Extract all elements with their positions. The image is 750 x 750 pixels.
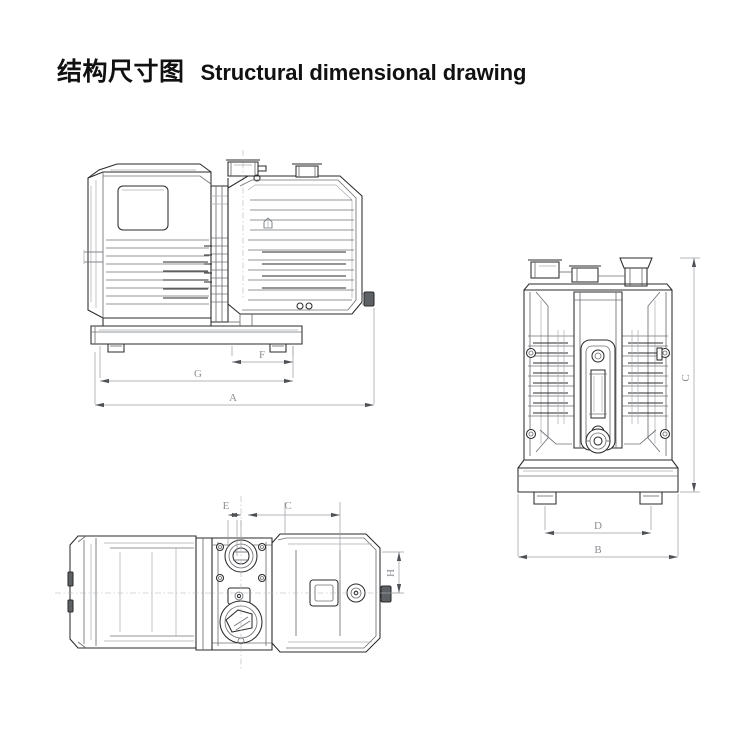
front-right-fins bbox=[622, 330, 668, 424]
front-view-extension-lines bbox=[517, 257, 700, 556]
front-bolt-bosses bbox=[525, 347, 671, 445]
dimension-A: A bbox=[95, 392, 374, 408]
front-centre-panel bbox=[573, 291, 623, 451]
side-inlet-flange bbox=[226, 150, 267, 300]
dimension-C-top-label: C bbox=[284, 500, 291, 512]
dimension-H: H bbox=[385, 552, 402, 593]
dimension-G-label: G bbox=[194, 368, 202, 380]
dimension-F-label: F bbox=[259, 349, 265, 361]
top-motor-block bbox=[67, 535, 197, 649]
front-drain-valve bbox=[585, 428, 611, 454]
top-centre-plate bbox=[195, 496, 273, 670]
dimension-D-label: D bbox=[594, 520, 602, 532]
dimension-B-label: B bbox=[594, 544, 601, 556]
side-coupling-block bbox=[204, 178, 229, 323]
dimension-B: B bbox=[518, 544, 678, 560]
dimension-A-label: A bbox=[229, 392, 237, 404]
dimension-H-label: H bbox=[385, 569, 397, 577]
front-left-fins bbox=[528, 330, 574, 424]
side-pump-body bbox=[227, 163, 375, 315]
top-plan-view: E C H bbox=[55, 496, 404, 670]
dimension-D: D bbox=[545, 520, 651, 536]
dimension-C-vertical: C bbox=[680, 258, 697, 492]
front-base-plate bbox=[517, 459, 679, 505]
page-title: 结构尺寸图 Structural dimensional drawing bbox=[57, 52, 526, 88]
side-base-plate bbox=[90, 314, 303, 353]
dimension-E: E bbox=[223, 500, 241, 518]
page-title-english: Structural dimensional drawing bbox=[200, 60, 527, 85]
side-motor-housing bbox=[83, 163, 212, 327]
side-view-extension-lines bbox=[94, 308, 375, 404]
page-title-chinese: 结构尺寸图 bbox=[57, 57, 185, 86]
front-elevation-view: C D B bbox=[517, 257, 700, 560]
dimension-G: G bbox=[100, 368, 293, 384]
front-top-ports bbox=[528, 257, 653, 287]
dimension-E-label: E bbox=[223, 500, 230, 512]
side-elevation-view: F G A bbox=[83, 150, 375, 408]
dimension-F: F bbox=[232, 349, 293, 365]
dimension-C-vertical-label: C bbox=[680, 374, 692, 381]
top-pump-body bbox=[55, 533, 398, 653]
dimension-C-top: C bbox=[248, 500, 340, 518]
